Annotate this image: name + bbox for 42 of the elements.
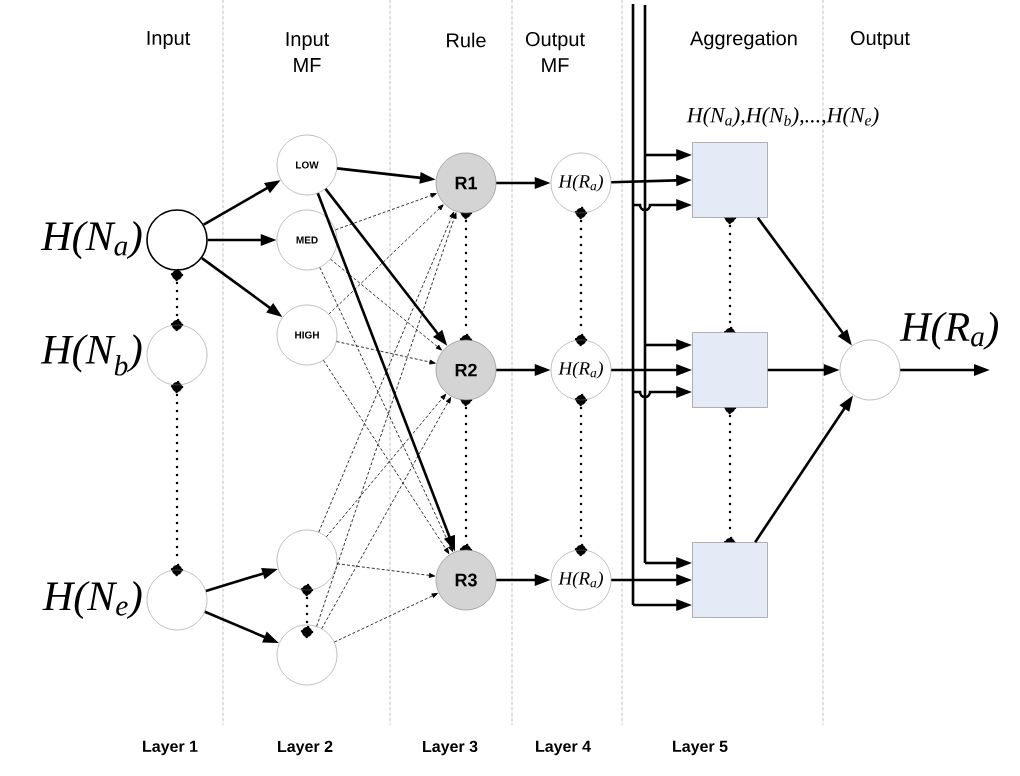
arrow xyxy=(328,204,444,315)
arrow xyxy=(333,593,438,643)
node-label: H(N$_{a}$) xyxy=(40,220,142,260)
output-membership-node: H(R$_{a}$) xyxy=(550,339,612,401)
arrow xyxy=(336,341,436,365)
input-node xyxy=(146,209,208,271)
column-heading: Aggregation xyxy=(690,30,797,50)
node-label: H(N$_{b}$) xyxy=(40,334,142,376)
aggregation-box xyxy=(692,332,768,408)
arrow xyxy=(319,267,454,552)
layer-label: Layer 4 xyxy=(536,740,591,756)
column-heading: Input MF xyxy=(286,32,330,72)
membership-node xyxy=(276,529,338,591)
membership-node: HIGH xyxy=(276,304,338,366)
column-heading: Rule xyxy=(447,32,486,48)
output-node xyxy=(839,339,901,401)
input-node xyxy=(146,324,208,386)
layer-label: Layer 2 xyxy=(278,740,333,756)
node-label: H(R$_{a}$) xyxy=(899,311,999,350)
arrow xyxy=(336,563,436,578)
arrow xyxy=(321,397,452,629)
arrow xyxy=(330,258,443,351)
output-membership-node: H(R$_{a}$) xyxy=(550,152,612,214)
column-heading: Output xyxy=(850,30,910,50)
arrow xyxy=(326,393,447,538)
arrow xyxy=(316,212,457,627)
input-node xyxy=(146,569,208,631)
column-heading: Input xyxy=(147,31,191,49)
column-heading: Output MF xyxy=(525,32,585,72)
layer-label: Layer 1 xyxy=(143,740,198,756)
membership-node xyxy=(276,624,338,686)
layer-label: Layer 3 xyxy=(423,740,478,756)
aggregation-box xyxy=(692,142,768,218)
output-membership-node: H(R$_{a}$) xyxy=(550,549,612,611)
arrow xyxy=(335,193,437,231)
layer-label: Layer 5 xyxy=(673,740,728,756)
membership-node: MED xyxy=(276,209,338,271)
node-label: H(N$_{e}$) xyxy=(42,580,142,620)
arrow xyxy=(323,359,450,554)
aggregation-box xyxy=(692,542,768,618)
node-label: H(N$_{a}$),H(N$_{b}$),...,H(N$_{e}$) xyxy=(686,107,879,127)
membership-node: LOW xyxy=(276,134,338,196)
